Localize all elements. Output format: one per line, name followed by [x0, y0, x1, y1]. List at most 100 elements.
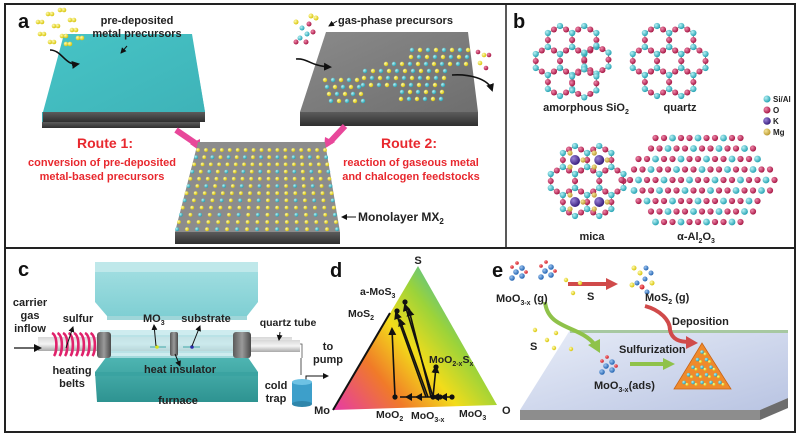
oxygen-atom: [581, 56, 588, 63]
silicon-atom: [556, 50, 564, 58]
aluminum-atom: [741, 208, 748, 215]
ternary-pathways: [388, 299, 455, 401]
silicon-atom: [559, 163, 566, 171]
lattice-atom: [218, 205, 223, 210]
lattice-atom: [275, 205, 280, 210]
lattice-atom: [200, 162, 205, 167]
lattice-atom: [188, 212, 193, 217]
lattice-atom: [235, 148, 240, 152]
panel-b: b amorphous SiO2 quartz mica α-Al2O3 Si/…: [513, 11, 791, 245]
oxygen-atom: [602, 209, 609, 216]
silicon-atom: [653, 92, 661, 100]
island-atom: [416, 82, 422, 88]
magnesium-atom: [591, 192, 597, 198]
island-atom: [439, 61, 445, 67]
silicon-atom: [666, 43, 673, 51]
phase-point: [402, 299, 408, 305]
oxygen-atom: [557, 58, 563, 64]
silicon-atom: [584, 163, 591, 171]
mos2-gas-atom: [643, 265, 649, 271]
aluminum-atom: [647, 166, 655, 173]
silicon-atom: [690, 85, 697, 93]
substrate-dot: [190, 345, 194, 349]
lattice-atom: [258, 162, 263, 167]
oxygen-atom: [660, 47, 667, 54]
precursor-atom: [304, 31, 310, 37]
moo3-gas-cluster: [524, 270, 528, 274]
oxygen-atom: [690, 79, 697, 85]
lattice-atom: [322, 205, 327, 210]
oxygen-atom: [563, 26, 570, 33]
mos2-gas-atom: [648, 270, 654, 276]
monolayer-label: Monolayer MX2: [358, 210, 444, 226]
oxygen-atom: [771, 176, 778, 184]
oxygen-atom: [684, 68, 691, 75]
oxygen-atom: [550, 26, 557, 33]
heating-belts: [51, 331, 97, 357]
island-atom: [439, 89, 445, 95]
island-atom: [425, 47, 431, 53]
island-atom: [401, 75, 407, 81]
oxygen-atom: [741, 187, 748, 194]
aluminum-atom: [690, 208, 697, 215]
silicon-atom: [690, 29, 697, 37]
island-atom: [338, 77, 344, 83]
lattice-atom: [205, 227, 209, 232]
oxygen-atom: [672, 89, 679, 96]
island-atom: [430, 96, 436, 102]
left-flange: [97, 332, 111, 358]
oxygen-atom: [639, 166, 646, 173]
sulfur-dimer-atom: [49, 11, 55, 17]
lattice-atom: [204, 148, 208, 152]
silicon-atom: [690, 71, 697, 79]
oxygen-atom: [754, 176, 761, 184]
lattice-atom: [237, 205, 242, 210]
mo3-label: MO3: [143, 313, 165, 327]
island-atom: [422, 96, 428, 102]
lattice-atom: [233, 162, 238, 167]
oxygen-atom: [711, 155, 719, 163]
lattice-atom: [191, 198, 196, 203]
oxygen-atom: [629, 58, 636, 64]
silicon-atom: [608, 163, 615, 171]
precursor-atom: [306, 21, 312, 27]
crystal-atom: [699, 360, 702, 364]
lattice-atom: [257, 184, 262, 188]
silicon-atom: [629, 64, 636, 72]
vertex-mo: Mo: [314, 405, 330, 417]
oxygen-atom: [654, 58, 660, 64]
oxygen-atom: [672, 26, 679, 33]
lattice-atom: [192, 162, 197, 167]
oxygen-atom: [673, 145, 680, 152]
island-atom: [408, 82, 414, 88]
deposition-label: Deposition: [672, 316, 729, 328]
island-atom: [368, 82, 374, 88]
magnesium-atom: [567, 192, 573, 198]
island-atom: [433, 47, 439, 53]
crystal-atom: [712, 367, 716, 371]
crystal-atom: [700, 365, 704, 370]
lattice-atom: [275, 184, 280, 188]
moo3-adsorbed-cluster: [605, 355, 609, 359]
island-atom: [350, 91, 356, 97]
silicon-atom: [584, 205, 591, 213]
sulfur-pointer: [65, 326, 75, 349]
oxygen-atom: [647, 68, 654, 75]
label-moo2: MoO2: [376, 409, 403, 423]
aluminum-atom: [724, 166, 731, 173]
heating-belt-coil: [84, 331, 91, 357]
oxygen-atom: [626, 176, 634, 184]
silicon-atom: [702, 64, 709, 72]
lattice-atom: [301, 184, 306, 188]
island-atom: [352, 98, 358, 104]
mos2-gas-atom: [634, 280, 640, 286]
island-atom: [415, 89, 421, 95]
oxygen-atom: [596, 178, 603, 184]
oxygen-atom: [686, 155, 693, 163]
oxygen-atom: [672, 68, 679, 75]
heating-belt-coil: [56, 331, 64, 357]
crystal-atom: [685, 382, 689, 386]
oxygen-atom: [578, 167, 585, 174]
sulfur-dimer-atom: [63, 41, 69, 47]
lattice-atom: [206, 220, 211, 224]
